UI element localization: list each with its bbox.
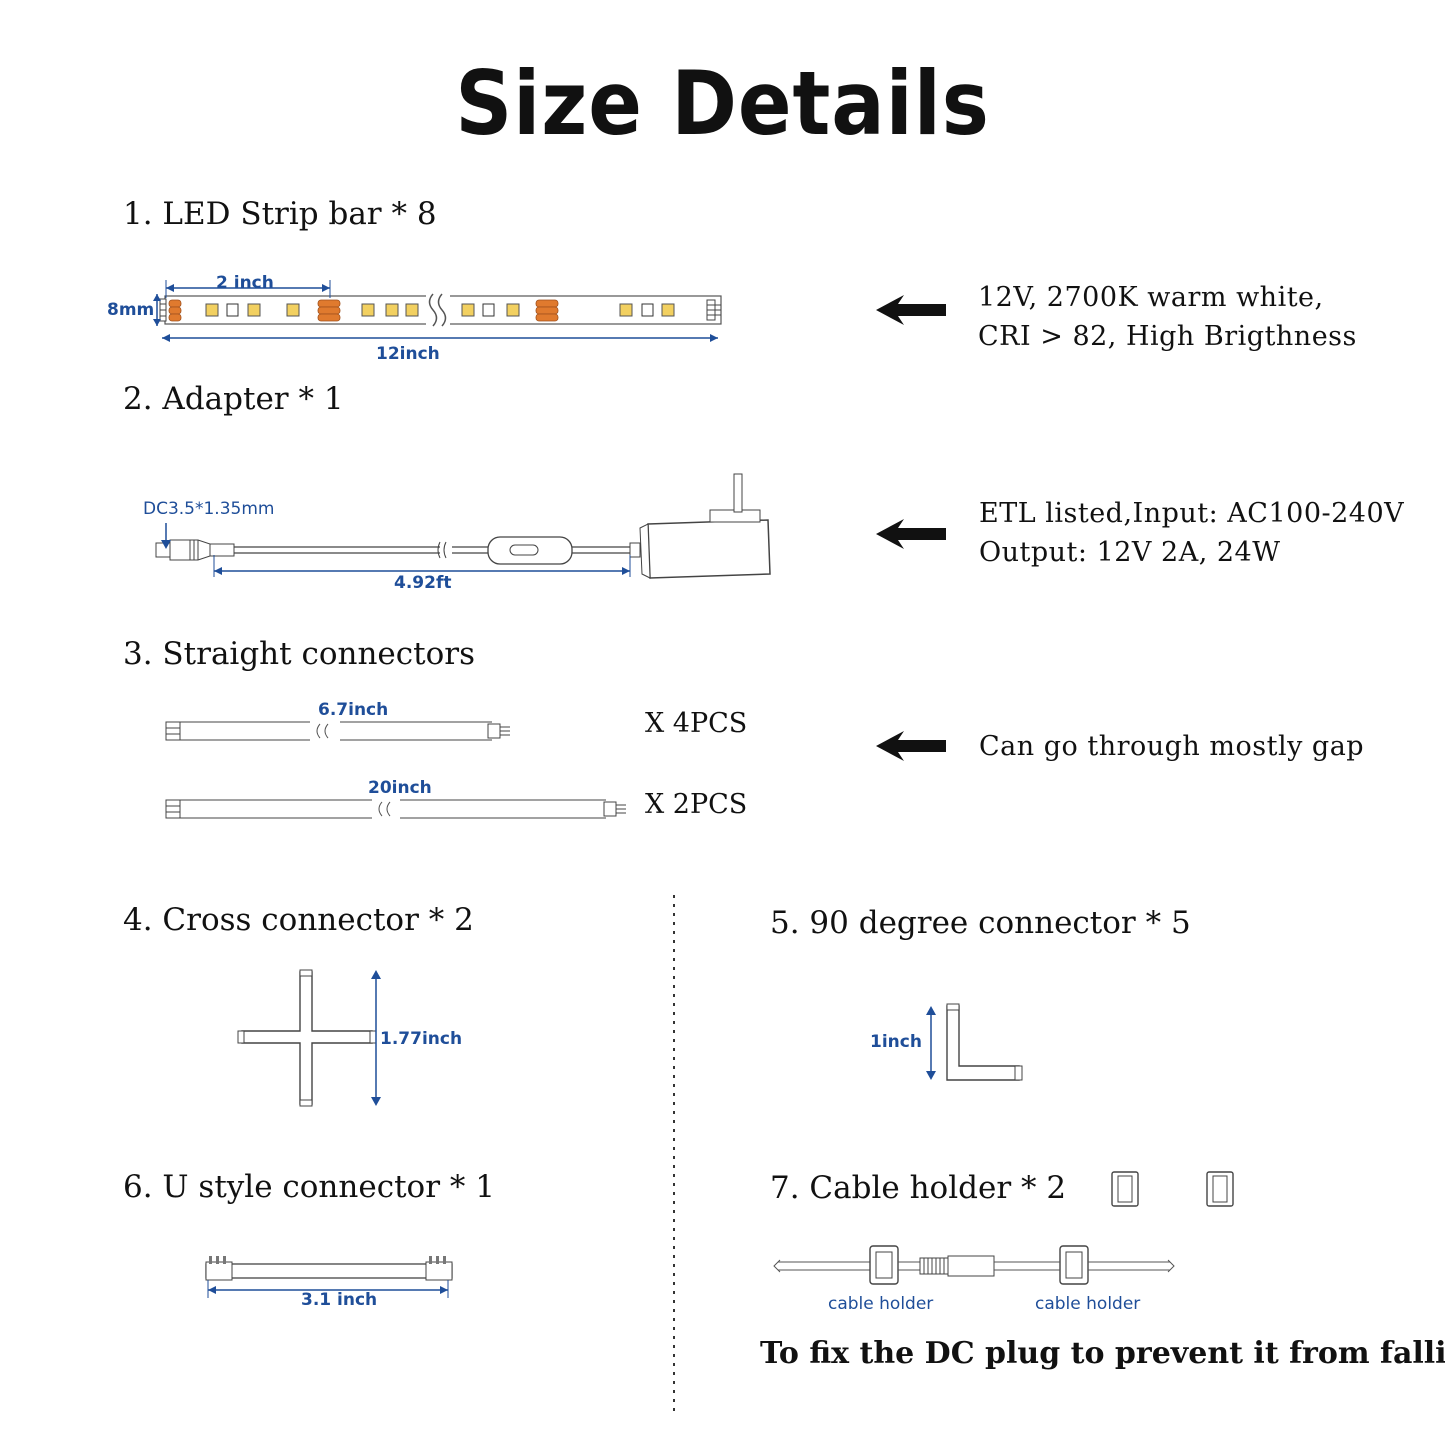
l-connector-icon bbox=[926, 1003, 1023, 1081]
adapter-description-line2: Output: 12V 2A, 24W bbox=[979, 537, 1281, 568]
cable-holder-label-right: cable holder bbox=[1035, 1294, 1141, 1314]
cable-length-dimension: 4.92ft bbox=[394, 573, 452, 593]
section-1-heading: 1. LED Strip bar * 8 bbox=[123, 196, 437, 232]
cable-holder-icon bbox=[1206, 1171, 1234, 1207]
strip-segment-dimension: 2 inch bbox=[216, 273, 274, 293]
strip-dimension-lines bbox=[153, 280, 718, 342]
led-strip-icon bbox=[159, 292, 722, 328]
cable-holder-assembly bbox=[773, 1245, 1175, 1285]
long-connector-quantity: X 2PCS bbox=[645, 789, 748, 820]
section-divider bbox=[673, 895, 675, 1415]
section-4-heading: 4. Cross connector * 2 bbox=[123, 902, 474, 938]
page-title: Size Details bbox=[455, 52, 990, 155]
connector-cable-icon bbox=[165, 799, 626, 819]
section-2-heading: 2. Adapter * 1 bbox=[123, 381, 344, 417]
short-connector-quantity: X 4PCS bbox=[645, 708, 748, 739]
plug-size-label: DC3.5*1.35mm bbox=[143, 499, 275, 519]
arrow-left-icon bbox=[876, 519, 946, 549]
cross-connector-icon bbox=[237, 969, 381, 1107]
strip-width-dimension: 8mm bbox=[107, 300, 155, 320]
cross-connector-dimension: 1.77inch bbox=[380, 1029, 463, 1049]
strip-length-dimension: 12inch bbox=[376, 344, 440, 364]
section-5-heading: 5. 90 degree connector * 5 bbox=[770, 905, 1191, 941]
arrow-left-icon bbox=[876, 295, 946, 325]
u-connector-dimension: 3.1 inch bbox=[301, 1290, 378, 1310]
strip-description-line2: CRI > 82, High Brigthness bbox=[978, 321, 1357, 352]
section-7-heading: 7. Cable holder * 2 bbox=[770, 1170, 1067, 1206]
long-connector-length: 20inch bbox=[368, 778, 432, 798]
cable-holder-icon bbox=[1111, 1171, 1139, 1207]
adapter-dimension-lines bbox=[161, 523, 631, 577]
connector-description: Can go through mostly gap bbox=[979, 731, 1365, 762]
section-6-heading: 6. U style connector * 1 bbox=[123, 1169, 495, 1205]
short-connector-length: 6.7inch bbox=[318, 700, 389, 720]
cable-holder-note: To fix the DC plug to prevent it from fa… bbox=[760, 1336, 1445, 1371]
strip-description-line1: 12V, 2700K warm white, bbox=[978, 282, 1324, 313]
u-connector-icon bbox=[205, 1256, 453, 1298]
arrow-left-icon bbox=[876, 731, 946, 761]
cable-holder-label-left: cable holder bbox=[828, 1294, 934, 1314]
connector-cable-icon bbox=[165, 721, 510, 741]
adapter-description-line1: ETL listed,Input: AC100-240V bbox=[979, 498, 1405, 529]
section-3-heading: 3. Straight connectors bbox=[123, 636, 475, 672]
adapter-icon bbox=[155, 473, 771, 579]
l-connector-dimension: 1inch bbox=[870, 1032, 922, 1052]
